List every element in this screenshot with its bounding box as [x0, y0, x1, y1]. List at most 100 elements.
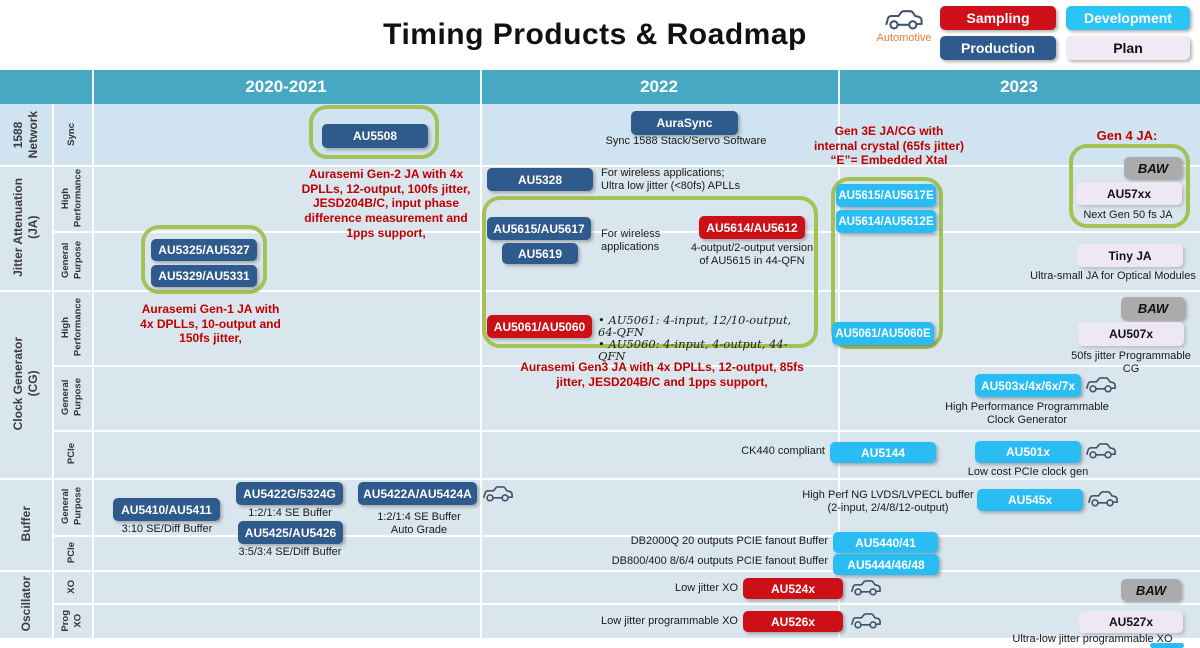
automotive-car-icon [850, 578, 882, 598]
chip-au5615-au5617: AU5615/AU5617 [487, 217, 591, 240]
row-label-buffer: Buffer [18, 506, 33, 542]
subrow-label-sync: Sync [65, 123, 77, 146]
note-low-jitter-xo: Low jitter XO [675, 582, 738, 594]
row-label-jitter-attenuation: Jitter Attenuation (JA) [11, 178, 40, 277]
note-db2000q: DB2000Q 20 outputs PCIE fanout Buffer [630, 535, 828, 547]
note-next-gen: Next Gen 50 fs JA [1083, 209, 1173, 221]
note-gen3e: Gen 3E JA/CG with internal crystal (65fs… [813, 124, 965, 168]
chip-aurasync: AuraSync [631, 111, 738, 135]
note-au503x: High Performance Programmable Clock Gene… [945, 401, 1109, 426]
chip-au507x: AU507x [1078, 322, 1184, 346]
subrow-label-buffer-general-purpose: General Purpose [59, 487, 83, 526]
grid-line [480, 70, 482, 638]
note-ck440: CK440 compliant [741, 445, 825, 457]
legend-sampling: Sampling [940, 6, 1056, 30]
row-label-1588-network: 1588 Network [11, 110, 40, 159]
grid-line [92, 70, 94, 638]
green-outline-gen3e-cluster [831, 177, 943, 349]
chip-baw-ja: BAW [1124, 157, 1182, 179]
chip-au5410-au5411: AU5410/AU5411 [113, 498, 220, 521]
note-au5422g: 1:2/1:4 SE Buffer [248, 507, 332, 519]
chip-au526x: AU526x [743, 611, 843, 632]
grid-line [52, 603, 1200, 605]
grid-line [0, 570, 1200, 572]
note-gen1: Aurasemi Gen-1 JA with 4x DPLLs, 10-outp… [140, 302, 281, 346]
chip-au5614-au5612: AU5614/AU5612 [699, 216, 805, 239]
partial-chip [1150, 643, 1184, 648]
note-db800: DB800/400 8/6/4 outputs PCIE fanout Buff… [611, 555, 828, 567]
note-aurasync: Sync 1588 Stack/Servo Software [605, 135, 767, 147]
automotive-car-icon [850, 611, 882, 631]
note-ultra-low: Ultra-low jitter programmable XO [1012, 633, 1173, 645]
chip-au5444-46-48: AU5444/46/48 [833, 554, 939, 575]
subrow-label-cg-general-purpose: General Purpose [59, 378, 83, 417]
chip-au527x: AU527x [1079, 611, 1183, 633]
automotive-car-icon [1085, 441, 1117, 461]
column-2020-2021: 2020-2021 [245, 77, 327, 96]
row-label-oscillator: Oscillator [18, 576, 33, 632]
note-wireless: For wireless applications [601, 228, 661, 253]
chip-au5144: AU5144 [830, 442, 936, 463]
chip-au524x: AU524x [743, 578, 843, 599]
green-outline-gen3-cluster [482, 196, 818, 348]
grid-line [52, 104, 54, 638]
automotive-car-icon [482, 484, 514, 504]
chip-baw-xo: BAW [1121, 579, 1181, 601]
chip-au5614-au5612e: AU5614/AU5612E [836, 210, 936, 233]
page-title: Timing Products & Roadmap [383, 18, 807, 51]
chip-au503x: AU503x/4x/6x/7x [975, 374, 1081, 397]
legend-development: Development [1066, 6, 1190, 30]
subrow-label-cg-high-performance: High Performance [59, 298, 83, 357]
grid-body [0, 104, 1200, 638]
grid-line [0, 478, 1200, 480]
subrow-label-prog-xo: Prog XO [59, 609, 83, 632]
green-outline-au5508 [309, 105, 439, 159]
grid-line [0, 165, 1200, 167]
note-au506x-bullets: • AU5061: 4-input, 12/10-output, 64-QFN … [598, 313, 792, 364]
note-au5422a: 1:2/1:4 SE Buffer Auto Grade [377, 511, 461, 536]
note-au5410: 3:10 SE/Diff Buffer [121, 523, 213, 535]
chip-au5061-au5060: AU5061/AU5060 [487, 315, 592, 338]
chip-tiny-ja: Tiny JA [1077, 244, 1183, 267]
automotive-car-icon [884, 8, 924, 32]
chip-au545x: AU545x [977, 489, 1083, 511]
note-gen4: Gen 4 JA: [1096, 128, 1158, 143]
automotive-label: Automotive [876, 32, 932, 44]
chip-au5422g-5324g: AU5422G/5324G [236, 482, 343, 505]
row-1588-tint [0, 104, 1200, 165]
chip-au5325-au5327: AU5325/AU5327 [151, 239, 257, 261]
legend-production: Production [940, 36, 1056, 60]
chip-au5508: AU5508 [322, 124, 428, 148]
header-band [0, 70, 1200, 104]
chip-au5619: AU5619 [502, 243, 578, 264]
chip-au5422a-au5424a: AU5422A/AU5424A [358, 482, 477, 505]
legend-plan: Plan [1066, 36, 1190, 60]
green-outline-gen4-cluster [1069, 144, 1190, 228]
subrow-label-ja-high-performance: High Performance [59, 168, 83, 228]
note-gen3: Aurasemi Gen3 JA with 4x DPLLs, 12-outpu… [520, 360, 804, 389]
row-label-clock-generator: Clock Generator (CG) [11, 337, 40, 431]
green-outline-au5325-cluster [141, 225, 267, 294]
subrow-label-cg-pcie: PCIe [65, 443, 77, 465]
subrow-label-xo: XO [65, 579, 77, 594]
grid-line [0, 290, 1200, 292]
grid-line [52, 430, 1200, 432]
chip-au5615-au5617e: AU5615/AU5617E [836, 184, 936, 207]
automotive-car-icon [1087, 489, 1119, 509]
note-au545x: High Perf NG LVDS/LVPECL buffer (2-input… [802, 489, 974, 514]
grid-line [52, 231, 1200, 233]
column-2022: 2022 [640, 77, 678, 96]
chip-au5425-au5426: AU5425/AU5426 [238, 521, 343, 544]
chip-au5440-41: AU5440/41 [833, 532, 938, 553]
note-au5328: For wireless applications; Ultra low jit… [601, 167, 741, 192]
chip-au5061-au5060e: AU5061/AU5060E [832, 322, 934, 345]
chip-baw-cg: BAW [1121, 297, 1185, 320]
note-au507x: 50fs jitter Programmable CG [1071, 350, 1191, 375]
note-au501x: Low cost PCIe clock gen [967, 466, 1089, 478]
chip-au5328: AU5328 [487, 168, 593, 191]
grid-line [838, 70, 840, 638]
note-au5425: 3:5/3:4 SE/Diff Buffer [238, 546, 342, 558]
note-gen2: Aurasemi Gen-2 JA with 4x DPLLs, 12-outp… [301, 167, 471, 240]
subrow-label-buffer-pcie: PCIe [65, 541, 77, 564]
